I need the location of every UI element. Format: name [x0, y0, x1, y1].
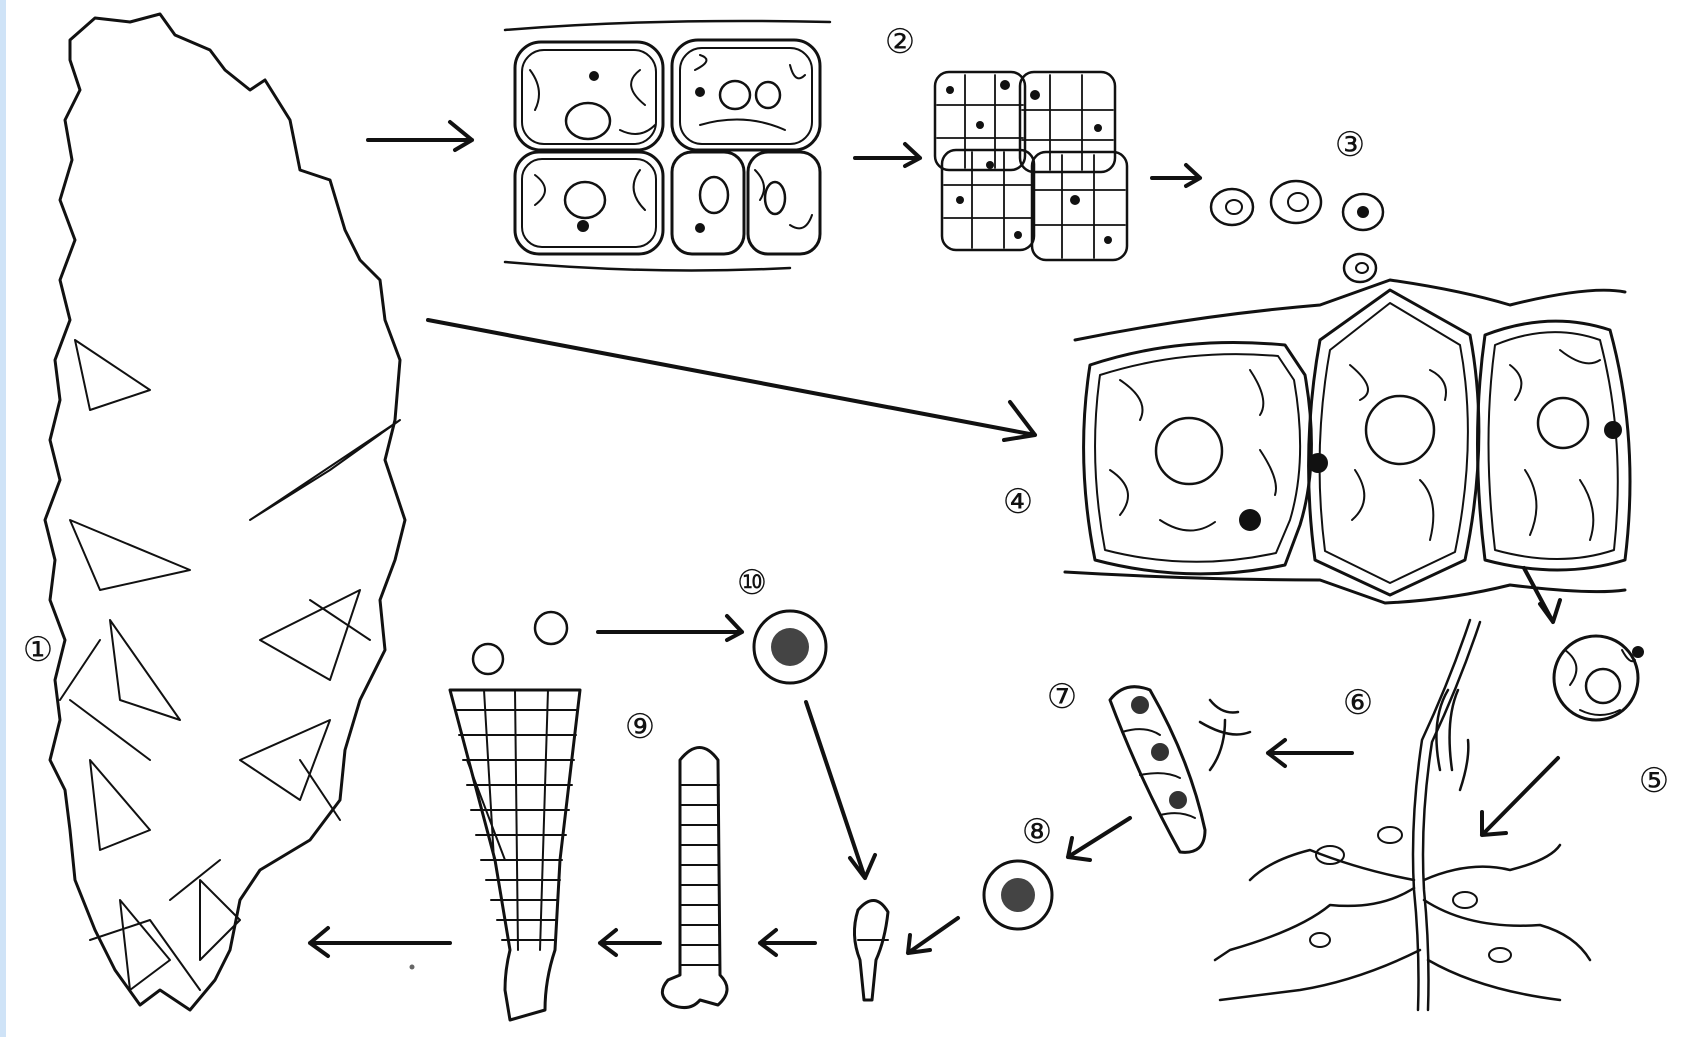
arrow-thallus-to-vegetative-cells	[428, 320, 1035, 440]
zygote	[754, 611, 826, 683]
stage-label-6: ⑥	[1343, 683, 1373, 723]
arrow-thallus-to-cells	[368, 122, 472, 150]
stage-label-5: ⑤	[1639, 761, 1669, 801]
arrow-to-conchospore	[1068, 818, 1130, 860]
arrow-to-conchosporangium	[1268, 740, 1352, 766]
conchospore	[984, 861, 1052, 929]
stage-label-2: ②	[885, 22, 915, 62]
arrow-cluster-to-spores	[1152, 165, 1200, 186]
arrow-cells-to-cluster	[855, 144, 920, 166]
mature-blade-section	[450, 612, 580, 1020]
arrow-to-thallus	[310, 928, 450, 956]
germling	[854, 900, 888, 1000]
young-blade	[662, 748, 727, 1008]
arrow-zygote-to-germling	[806, 702, 875, 878]
stage-label-10: ⑩	[737, 563, 767, 603]
arrow-to-germling	[908, 918, 958, 953]
vegetative-cells	[1065, 280, 1630, 603]
thallus-blade	[45, 14, 405, 1010]
released-spores	[1211, 181, 1383, 282]
arrow-to-monospore	[1524, 568, 1560, 622]
stage-label-4: ④	[1003, 482, 1033, 522]
stage-label-3: ③	[1335, 125, 1365, 165]
arrow-germling-to-young-blade	[760, 930, 815, 955]
stage-label-7: ⑦	[1047, 677, 1077, 717]
spore-cluster	[935, 72, 1127, 260]
stage-label-1: ①	[23, 630, 53, 670]
filamentous-plant	[1215, 620, 1590, 1010]
conchosporangium-branch	[1110, 687, 1250, 853]
arrow-young-to-mature	[600, 930, 660, 955]
speck	[410, 965, 415, 970]
stage-label-8: ⑧	[1022, 812, 1052, 852]
monospore-cell	[1554, 636, 1644, 720]
stage-label-9: ⑨	[625, 707, 655, 747]
arrow-to-filament	[1482, 758, 1558, 835]
four-cell-block	[505, 21, 830, 270]
arrow-gametes-to-zygote	[598, 616, 742, 640]
